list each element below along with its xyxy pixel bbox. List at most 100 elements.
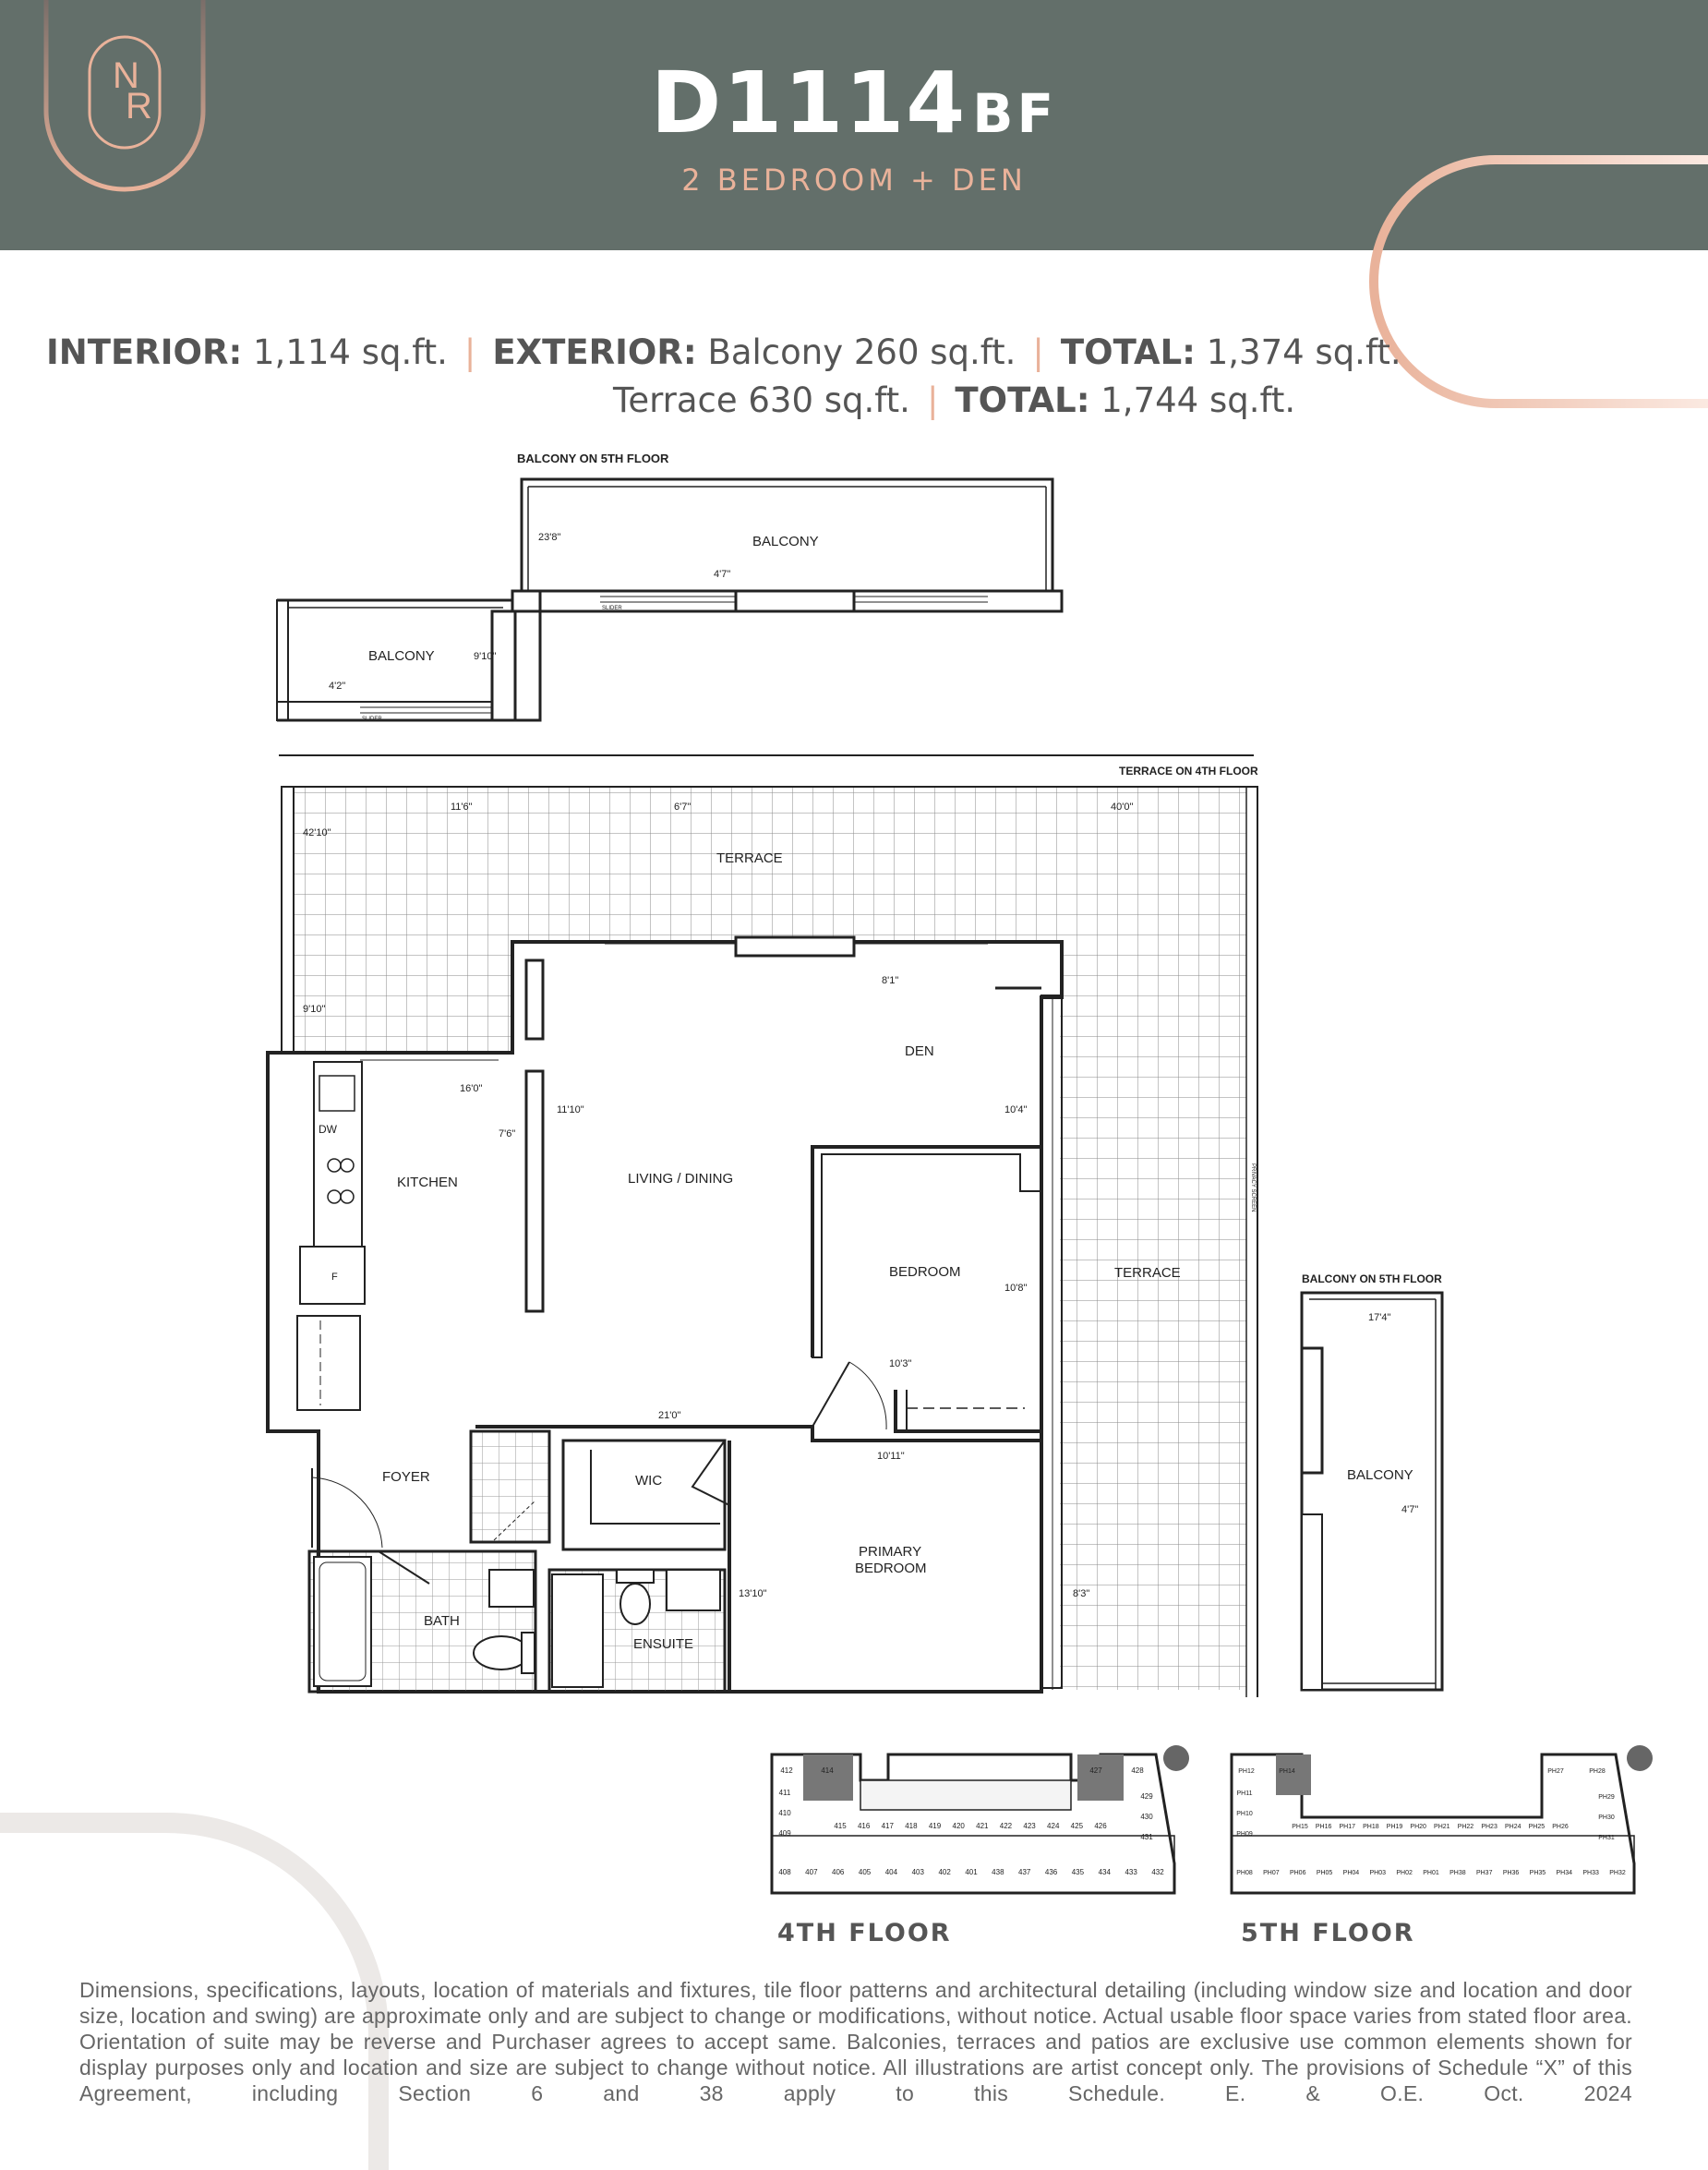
caption-balcony-5th-right: BALCONY ON 5TH FLOOR: [1302, 1272, 1442, 1285]
room-living-dining: LIVING / DINING: [628, 1171, 733, 1187]
keyplan-unit-label: PH31: [1598, 1835, 1615, 1841]
keyplan-unit-label: PH32: [1609, 1870, 1626, 1876]
keyplan-unit-label: 428: [1131, 1766, 1144, 1775]
dim-terrace-length: 42'10": [303, 827, 331, 838]
balcony-left: [276, 589, 542, 722]
keyplan-unit-label: 433: [1125, 1868, 1137, 1876]
keyplan-unit-label: 421: [976, 1822, 989, 1830]
area-row-terrace: Terrace 630 sq.ft.|TOTAL: 1,744 sq.ft.: [613, 380, 1295, 420]
dim-hallway: 21'0": [658, 1410, 680, 1421]
room-balcony-right: BALCONY: [1347, 1467, 1413, 1483]
keyplan-unit-label: 422: [1000, 1822, 1013, 1830]
logo-letter-r: R: [126, 86, 152, 127]
dim-den-depth: 8'1": [882, 975, 898, 986]
unit-code: D1114: [650, 54, 968, 152]
keyplan-unit-label: 434: [1099, 1868, 1112, 1876]
keyplan-unit-label: PH11: [1237, 1790, 1253, 1797]
interior-value: 1,114 sq.ft.: [253, 332, 448, 372]
keyplan-unit-label: 402: [938, 1868, 951, 1876]
keyplan-unit-label: 401: [965, 1868, 978, 1876]
dim-primary-width: 13'10": [739, 1588, 767, 1599]
slider-label: SLIDER: [602, 606, 622, 611]
dim-primary-depth: 10'11": [877, 1451, 905, 1462]
room-foyer: FOYER: [382, 1469, 430, 1485]
keyplan-unit-label: PH14: [1279, 1768, 1295, 1775]
keyplan-unit-label: 411: [779, 1789, 791, 1797]
decorative-arc-right: [1369, 155, 1708, 408]
dim-balcony-right-depth: 4'7": [1401, 1504, 1418, 1515]
keyplan-unit-label: 408: [778, 1868, 791, 1876]
keyplan-unit-label: 403: [912, 1868, 925, 1876]
keyplan-unit-label: PH01: [1423, 1870, 1439, 1876]
keyplan-unit-label: 425: [1071, 1822, 1084, 1830]
decorative-arc-left: [0, 1813, 389, 2170]
dim-balcony-right-width: 17'4": [1368, 1312, 1390, 1323]
dim-balcony-left-width: 9'10": [474, 651, 496, 662]
keyplan-unit-label: 406: [832, 1868, 845, 1876]
keyplan-unit-label: 426: [1094, 1822, 1107, 1830]
dim-balcony-left-depth: 4'2": [329, 681, 345, 692]
keyplan-unit-label: PH25: [1529, 1824, 1546, 1830]
keyplan-unit-label: PH08: [1236, 1870, 1253, 1876]
keyplan-unit-label: PH18: [1363, 1824, 1379, 1830]
compass-icon: [1627, 1745, 1653, 1771]
keyplan-unit-label: 412: [780, 1766, 793, 1775]
keyplan-unit-label: 430: [1140, 1813, 1153, 1821]
keyplan-unit-label: PH24: [1505, 1824, 1522, 1830]
keyplan-unit-label: PH22: [1458, 1824, 1474, 1830]
caption-terrace-4th: TERRACE ON 4TH FLOOR: [1119, 765, 1258, 778]
dim-bedroom-depth: 10'3": [889, 1358, 911, 1369]
interior-label: INTERIOR:: [46, 332, 243, 372]
keyplan-unit-label: PH28: [1589, 1768, 1606, 1775]
keyplan-unit-label: 424: [1047, 1822, 1060, 1830]
keyplan-unit-label: PH27: [1547, 1768, 1564, 1775]
keyplan-unit-label: PH21: [1434, 1824, 1450, 1830]
keyplan-unit-label: 416: [858, 1822, 871, 1830]
area-row-balcony: INTERIOR: 1,114 sq.ft.|EXTERIOR: Balcony…: [46, 332, 1401, 372]
floor-plan: BALCONY ON 5TH FLOOR BALCONY 23'8" 4'7" …: [266, 452, 1444, 1697]
balcony-area-value: Balcony 260 sq.ft.: [707, 332, 1016, 372]
room-bedroom: BEDROOM: [889, 1264, 961, 1280]
separator: |: [926, 380, 939, 420]
keyplan-unit-label: PH05: [1317, 1870, 1333, 1876]
privacy-screen-label: PRIVACY SCREEN: [1250, 1163, 1256, 1212]
room-bath: BATH: [424, 1613, 460, 1629]
total-terrace-value: 1,744 sq.ft.: [1101, 380, 1296, 420]
keyplan-unit-label: 420: [953, 1822, 966, 1830]
keyplan-unit-label: PH06: [1290, 1870, 1306, 1876]
room-balcony-top: BALCONY: [752, 534, 819, 549]
keyplan-unit-label: PH15: [1292, 1824, 1308, 1830]
dim-kitchen-depth: 7'6": [499, 1128, 515, 1139]
brand-logo: N R: [43, 0, 206, 192]
dim-terrace-a: 11'6": [451, 802, 473, 813]
separator: |: [1032, 332, 1044, 372]
dim-terrace-right-width: 8'3": [1073, 1588, 1089, 1599]
total-balcony-value: 1,374 sq.ft.: [1206, 332, 1401, 372]
unit-type: 2 BEDROOM + DEN: [681, 163, 1027, 198]
dim-kitchen-width: 16'0": [460, 1083, 482, 1094]
room-balcony-left: BALCONY: [368, 648, 435, 664]
room-kitchen: KITCHEN: [397, 1175, 458, 1190]
keyplan-unit-label: 418: [905, 1822, 918, 1830]
keyplan-unit-label: PH09: [1236, 1831, 1253, 1838]
room-primary-bedroom-line2: BEDROOM: [855, 1561, 927, 1576]
keyplan-unit-label: 437: [1018, 1868, 1031, 1876]
keyplan-unit-label: 407: [805, 1868, 818, 1876]
keyplan-unit-label: PH12: [1238, 1768, 1255, 1775]
keyplan-unit-label: PH07: [1263, 1870, 1280, 1876]
keyplan-unit-label: 419: [929, 1822, 942, 1830]
slider-label: SLIDER: [362, 717, 382, 722]
keyplan-unit-label: 436: [1045, 1868, 1058, 1876]
room-terrace-right: TERRACE: [1114, 1265, 1181, 1281]
room-wic: WIC: [635, 1473, 662, 1489]
terrace-area-value: Terrace 630 sq.ft.: [613, 380, 910, 420]
keyplan-unit-label: 431: [1140, 1833, 1153, 1841]
dishwasher-label: DW: [319, 1123, 338, 1136]
keyplan-unit-label: 404: [885, 1868, 898, 1876]
keyplan-unit-label: 414: [821, 1766, 834, 1775]
